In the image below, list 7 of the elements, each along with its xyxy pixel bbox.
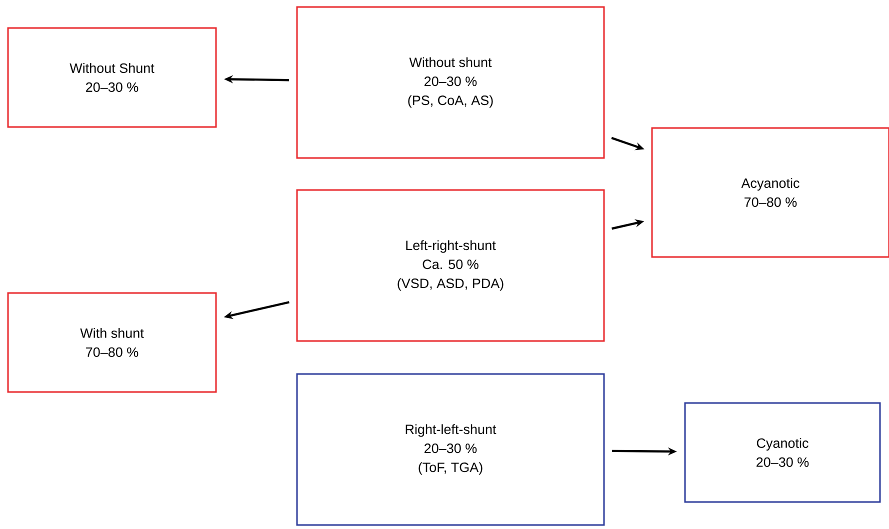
category-box: Without Shunt 20–30 % (7, 27, 217, 128)
category-box: Acyanotic 70–80 % (651, 127, 889, 258)
category-box: Left-right-shunt Ca. 50 % (VSD, ASD, PDA) (296, 189, 605, 342)
category-box: Right-left-shunt 20–30 % (ToF, TGA) (296, 373, 605, 526)
category-box: With shunt 70–80 % (7, 292, 217, 393)
category-box: Cyanotic 20–30 % (684, 402, 881, 503)
category-box: Without shunt 20–30 % (PS, CoA, AS) (296, 6, 605, 159)
